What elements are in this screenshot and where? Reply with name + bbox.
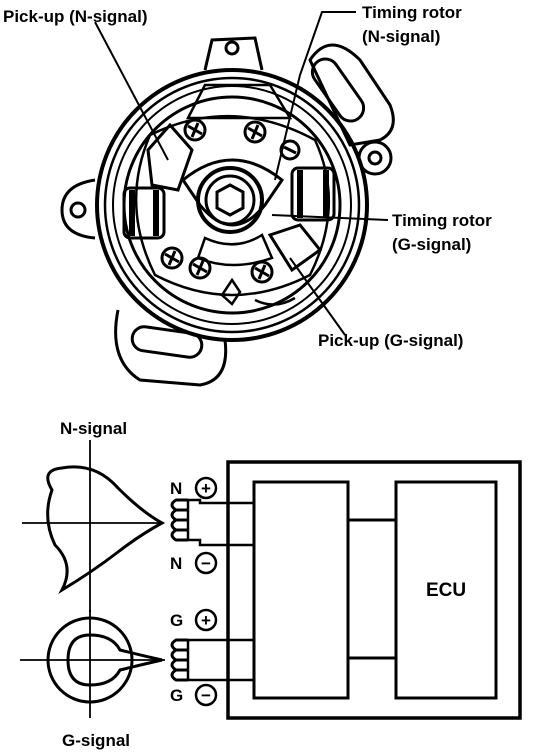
label-terminal-n-minus: N — [170, 554, 182, 573]
g-signal-rotor-symbol — [20, 610, 190, 718]
right-mounting-flange — [308, 43, 395, 147]
terminal-n-minus-circle — [194, 551, 218, 575]
label-pickup-n: Pick-up (N-signal) — [3, 7, 148, 26]
label-terminal-g-plus: G — [170, 611, 183, 630]
ecu-block — [394, 480, 498, 700]
screw-6 — [250, 260, 274, 284]
housing-outer-ring — [95, 68, 369, 342]
label-timing-rotor-n-line2: (N-signal) — [362, 27, 440, 46]
label-timing-rotor-g-line2: (G-signal) — [392, 235, 471, 254]
leader-rotor-n — [274, 11, 356, 181]
screw-2 — [243, 120, 267, 144]
leader-pickup-g — [289, 257, 346, 336]
distributor-illustration — [60, 36, 395, 387]
n-plus-sign: + — [201, 479, 211, 498]
n-pickup-coil — [170, 498, 188, 542]
label-timing-rotor-n-line1: Timing rotor — [362, 3, 462, 22]
screw-1 — [183, 118, 207, 142]
label-ecu: ECU — [426, 580, 466, 601]
screw-5 — [188, 256, 212, 280]
g-pickup-coil — [170, 638, 188, 682]
pickup-n-assembly — [122, 122, 194, 240]
lower-clip — [220, 277, 242, 306]
wire-n-plus — [188, 498, 254, 505]
label-g-signal: G-signal — [62, 731, 130, 750]
n-signal-rotor-symbol — [22, 440, 190, 612]
screws — [160, 118, 301, 284]
right-ear-hole — [367, 150, 383, 166]
label-terminal-n-plus: N — [170, 479, 182, 498]
g-plus-sign: + — [201, 611, 211, 630]
right-mounting-slot — [310, 57, 366, 123]
top-leader-lines — [94, 11, 389, 336]
housing-ring-2 — [103, 76, 361, 334]
schematic — [20, 440, 522, 720]
label-n-signal: N-signal — [60, 419, 127, 438]
top-terminal-hole — [224, 40, 240, 56]
left-ear-hole — [69, 201, 87, 219]
top-terminal — [203, 36, 264, 71]
bottom-mounting-flange — [114, 309, 228, 387]
screw-3 — [279, 139, 301, 161]
n-minus-sign: − — [201, 554, 211, 573]
left-ear — [60, 178, 96, 240]
bottom-mounting-slot — [130, 325, 204, 359]
timing-rotor-g — [196, 233, 274, 267]
g-minus-sign: − — [201, 686, 211, 705]
shaft-mid — [204, 174, 256, 226]
screw-4 — [160, 246, 184, 270]
terminal-g-plus-circle — [194, 608, 218, 632]
pickup-g-assembly — [267, 166, 336, 273]
pickup-n-coil — [122, 186, 166, 240]
n-rotor-outline — [46, 465, 166, 595]
label-pickup-g: Pick-up (G-signal) — [318, 331, 463, 350]
pickup-g-coil — [290, 166, 336, 222]
g-rotor-inner — [66, 633, 163, 687]
terminal-g-minus-circle — [194, 683, 218, 707]
leader-rotor-g — [271, 214, 389, 221]
shaft-outer — [196, 166, 264, 234]
shaft-hex — [215, 183, 245, 217]
g-rotor-outer — [46, 616, 134, 704]
ecu-housing — [226, 460, 522, 720]
input-block — [252, 480, 350, 700]
label-terminal-g-minus: G — [170, 686, 183, 705]
terminal-n-plus-circle — [194, 476, 218, 500]
label-timing-rotor-g-line1: Timing rotor — [392, 211, 492, 230]
wire-n-minus — [188, 538, 254, 547]
leader-pickup-n — [94, 21, 169, 161]
